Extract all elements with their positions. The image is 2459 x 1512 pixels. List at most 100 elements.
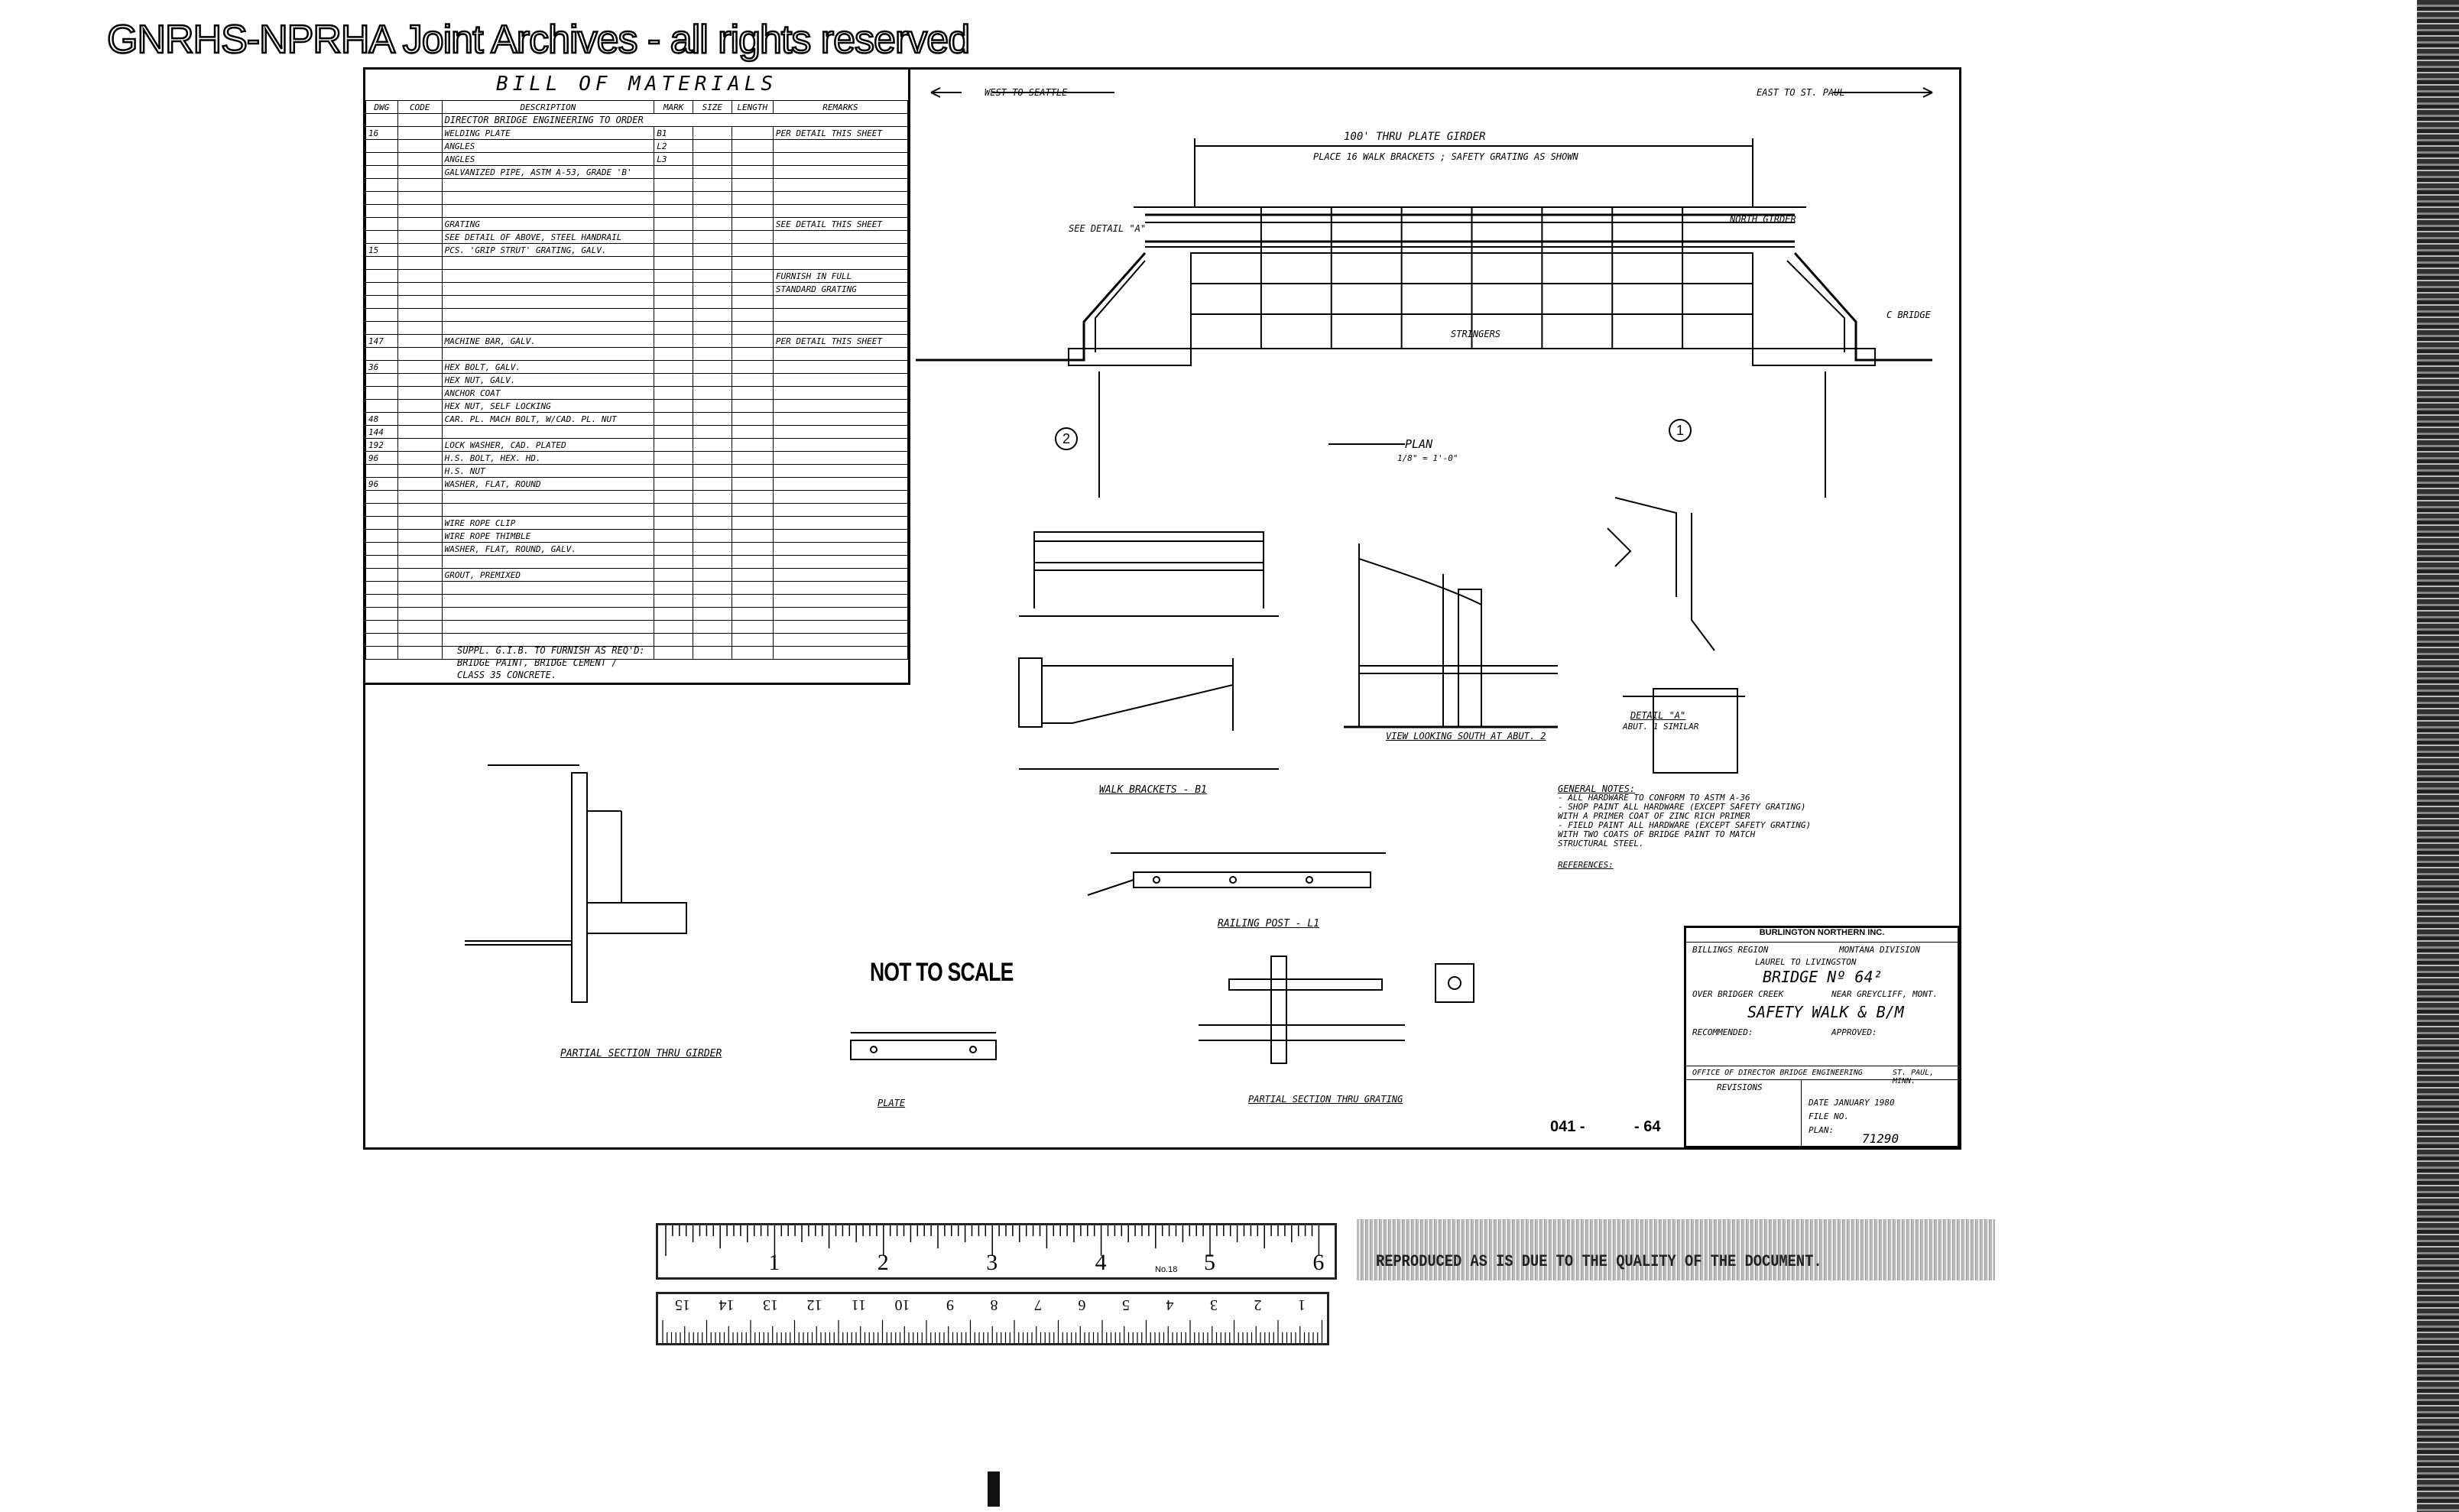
- bom-cell: [772, 152, 909, 166]
- bom-cell: [772, 165, 909, 179]
- bom-cell: [365, 347, 398, 361]
- bom-cell: [365, 516, 398, 530]
- bom-cell: [654, 295, 693, 309]
- bom-footnote-line: BRIDGE PAINT, BRIDGE CEMENT /: [457, 657, 618, 668]
- bom-cell: [654, 282, 693, 296]
- bom-cell: [731, 555, 774, 569]
- walk-bracket-detail: [1018, 531, 1279, 770]
- tb-over: OVER BRIDGER CREEK: [1692, 989, 1784, 999]
- bom-cell: [731, 542, 774, 556]
- bom-cell: [772, 230, 909, 244]
- bom-cell: [654, 568, 693, 582]
- bom-cell: L2: [654, 139, 693, 153]
- bom-row: STANDARD GRATING: [365, 282, 909, 296]
- bom-cell: [731, 568, 774, 582]
- bom-cell: 96: [365, 477, 398, 491]
- archive-watermark: GNRHS-NPRHA Joint Archives - all rights …: [106, 17, 972, 63]
- bom-subheader: DIRECTOR BRIDGE ENGINEERING TO ORDER: [441, 113, 909, 127]
- cm-label: 12: [807, 1296, 822, 1313]
- bom-cell: [441, 503, 655, 517]
- detail-a-ref: SEE DETAIL "A": [1069, 223, 1146, 234]
- bom-footnote-line: CLASS 35 CONCRETE.: [457, 670, 557, 680]
- tb-city: ST. PAUL, MINN.: [1893, 1069, 1935, 1085]
- bom-cell: [397, 451, 443, 465]
- bom-cell: [397, 503, 443, 517]
- bom-row: WIRE ROPE THIMBLE: [365, 529, 909, 543]
- general-note-line: - ALL HARDWARE TO CONFORM TO ASTM A-36: [1558, 793, 1750, 803]
- bom-cell: ANGLES: [441, 152, 655, 166]
- bom-row: [365, 204, 909, 218]
- bom-cell: [731, 321, 774, 335]
- bom-cell: [654, 347, 693, 361]
- bom-cell: WELDING PLATE: [441, 126, 655, 140]
- tb-location: LAUREL TO LIVINGSTON: [1755, 957, 1857, 967]
- bom-cell: [692, 555, 732, 569]
- bom-cell: [397, 373, 443, 387]
- bom-cell: 36: [365, 360, 398, 374]
- tb-subject: SAFETY WALK & B/M: [1747, 1003, 1904, 1021]
- bom-cell: [692, 230, 732, 244]
- view-looking-south-title: VIEW LOOKING SOUTH AT ABUT. 2: [1386, 731, 1546, 741]
- bom-cell: [772, 139, 909, 153]
- bom-cell: 147: [365, 334, 398, 348]
- bom-cell: [397, 282, 443, 296]
- bom-row: [365, 490, 909, 504]
- cm-label: 10: [895, 1296, 910, 1313]
- general-note-line: WITH TWO COATS OF BRIDGE PAINT TO MATCH: [1558, 829, 1756, 839]
- tb-file: FILE NO.: [1809, 1111, 1849, 1121]
- bom-cell: [772, 464, 909, 478]
- arrow-east-label: EAST TO ST. PAUL: [1757, 87, 1845, 98]
- bom-row-empty: [365, 594, 909, 608]
- bom-cell: [365, 464, 398, 478]
- general-note-line: STRUCTURAL STEEL.: [1558, 839, 1644, 848]
- bom-cell: [692, 451, 732, 465]
- bom-cell: [397, 464, 443, 478]
- bom-cell: [772, 477, 909, 491]
- bom-cell: [731, 373, 774, 387]
- bom-cell: [441, 321, 655, 335]
- bom-cell: [731, 269, 774, 283]
- title-block: BURLINGTON NORTHERN INC. BILLINGS REGION…: [1684, 926, 1960, 1148]
- quality-note-strip: [1357, 1219, 1995, 1280]
- bom-cell: GROUT, PREMIXED: [441, 568, 655, 582]
- bom-cell: [731, 243, 774, 257]
- bom-cell: [692, 438, 732, 452]
- bom-cell: [654, 204, 693, 218]
- bom-cell: [731, 490, 774, 504]
- bom-cell: [692, 191, 732, 205]
- bom-cell: [692, 295, 732, 309]
- bom-cell: [397, 295, 443, 309]
- bom-cell: [397, 308, 443, 322]
- detail-a-drawing: [1607, 497, 1745, 774]
- bom-cell: [654, 503, 693, 517]
- bom-cell: WASHER, FLAT, ROUND: [441, 477, 655, 491]
- bom-cell: [365, 204, 398, 218]
- bom-cell: [654, 165, 693, 179]
- cm-label: 9: [946, 1296, 954, 1313]
- bom-cell: SEE DETAIL OF ABOVE, STEEL HANDRAIL: [441, 230, 655, 244]
- bom-cell: [654, 529, 693, 543]
- bom-cell: [654, 516, 693, 530]
- inch-label: 1: [768, 1250, 780, 1275]
- bom-cell: [397, 399, 443, 413]
- bom-row: H.S. NUT: [365, 464, 909, 478]
- bom-cell: WIRE ROPE CLIP: [441, 516, 655, 530]
- bom-row: FURNISH IN FULL: [365, 269, 909, 283]
- bom-cell: [654, 451, 693, 465]
- bom-cell: [772, 178, 909, 192]
- bom-cell: [731, 451, 774, 465]
- bom-cell: [692, 568, 732, 582]
- bom-row: WIRE ROPE CLIP: [365, 516, 909, 530]
- sheet-number-right: - 64: [1634, 1118, 1661, 1135]
- bom-row: [365, 308, 909, 322]
- bom-cell: [365, 191, 398, 205]
- bom-cell: [397, 386, 443, 400]
- tb-approved: APPROVED:: [1831, 1027, 1877, 1037]
- bom-row: SEE DETAIL OF ABOVE, STEEL HANDRAIL: [365, 230, 909, 244]
- tb-plan-value: 71290: [1862, 1131, 1899, 1146]
- bom-cell: PER DETAIL THIS SHEET: [772, 334, 909, 348]
- cm-label: 15: [675, 1296, 690, 1313]
